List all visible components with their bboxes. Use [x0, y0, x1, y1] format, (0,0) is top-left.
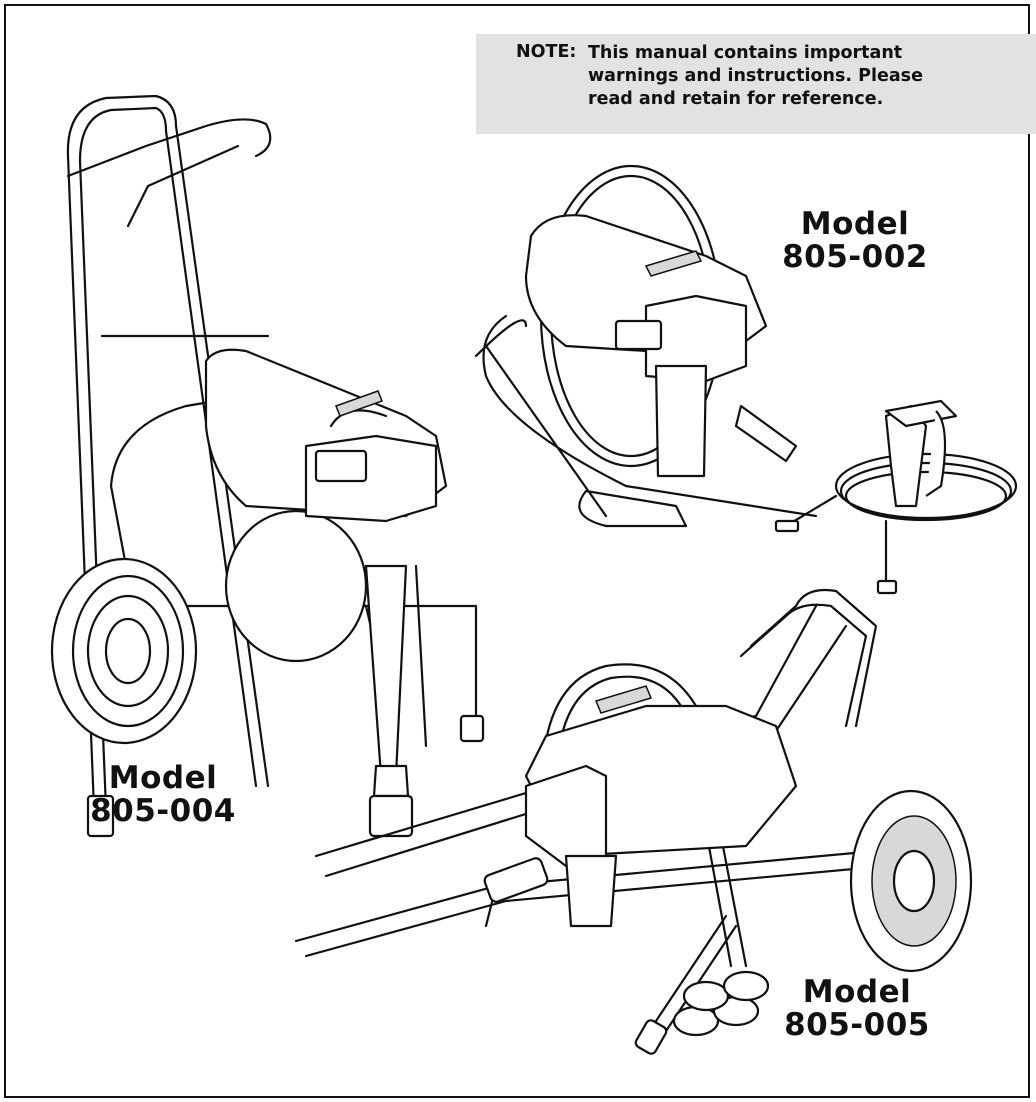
model-word: Model: [800, 206, 910, 242]
page-frame: NOTE: This manual contains important war…: [4, 4, 1036, 1098]
model-label-805-005: Model 805-005: [772, 976, 942, 1042]
model-word: Model: [802, 974, 912, 1010]
cart-sprayer-805-004-illustration: [50, 94, 485, 838]
lowboy-sprayer-805-005-illustration: [294, 588, 973, 1055]
model-label-805-002: Model 805-002: [770, 208, 940, 274]
model-number: 805-002: [782, 239, 928, 275]
model-number: 805-004: [90, 793, 236, 829]
model-word: Model: [108, 760, 218, 796]
note-text: This manual contains important warnings …: [588, 43, 923, 109]
model-label-805-004: Model 805-004: [78, 762, 248, 828]
spray-gun-hose-illustration: [774, 399, 1018, 595]
note-label: NOTE:: [516, 42, 577, 62]
model-number: 805-005: [784, 1007, 930, 1043]
note-callout: NOTE: This manual contains important war…: [476, 34, 1036, 134]
stand-sprayer-805-002-illustration: [474, 164, 818, 528]
